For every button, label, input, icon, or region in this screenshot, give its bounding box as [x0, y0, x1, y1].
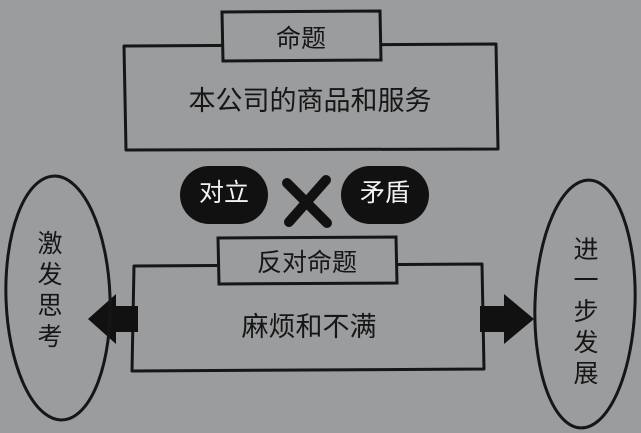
opposition-label: 对立 [198, 178, 249, 207]
counter-proposition-label-box [216, 235, 399, 286]
counter-proposition-label: 反对命题 [256, 248, 357, 277]
proposition-content: 本公司的商品和服务 [188, 86, 432, 117]
left-arrow-icon [88, 294, 138, 344]
contradiction-pill [341, 166, 429, 224]
right-ellipse [533, 178, 637, 430]
right-arrow-icon [480, 294, 534, 344]
left-ellipse [4, 174, 112, 422]
x-mark-icon [282, 175, 332, 228]
left-outcome-text: 激发思考 [37, 229, 63, 351]
proposition-label: 命题 [275, 24, 326, 53]
counter-proposition-content: 麻烦和不满 [241, 312, 377, 343]
contradiction-label: 矛盾 [359, 178, 410, 207]
proposition-label-box [220, 9, 383, 63]
right-outcome-text: 进一步发展 [573, 235, 599, 388]
opposition-pill [180, 166, 268, 224]
